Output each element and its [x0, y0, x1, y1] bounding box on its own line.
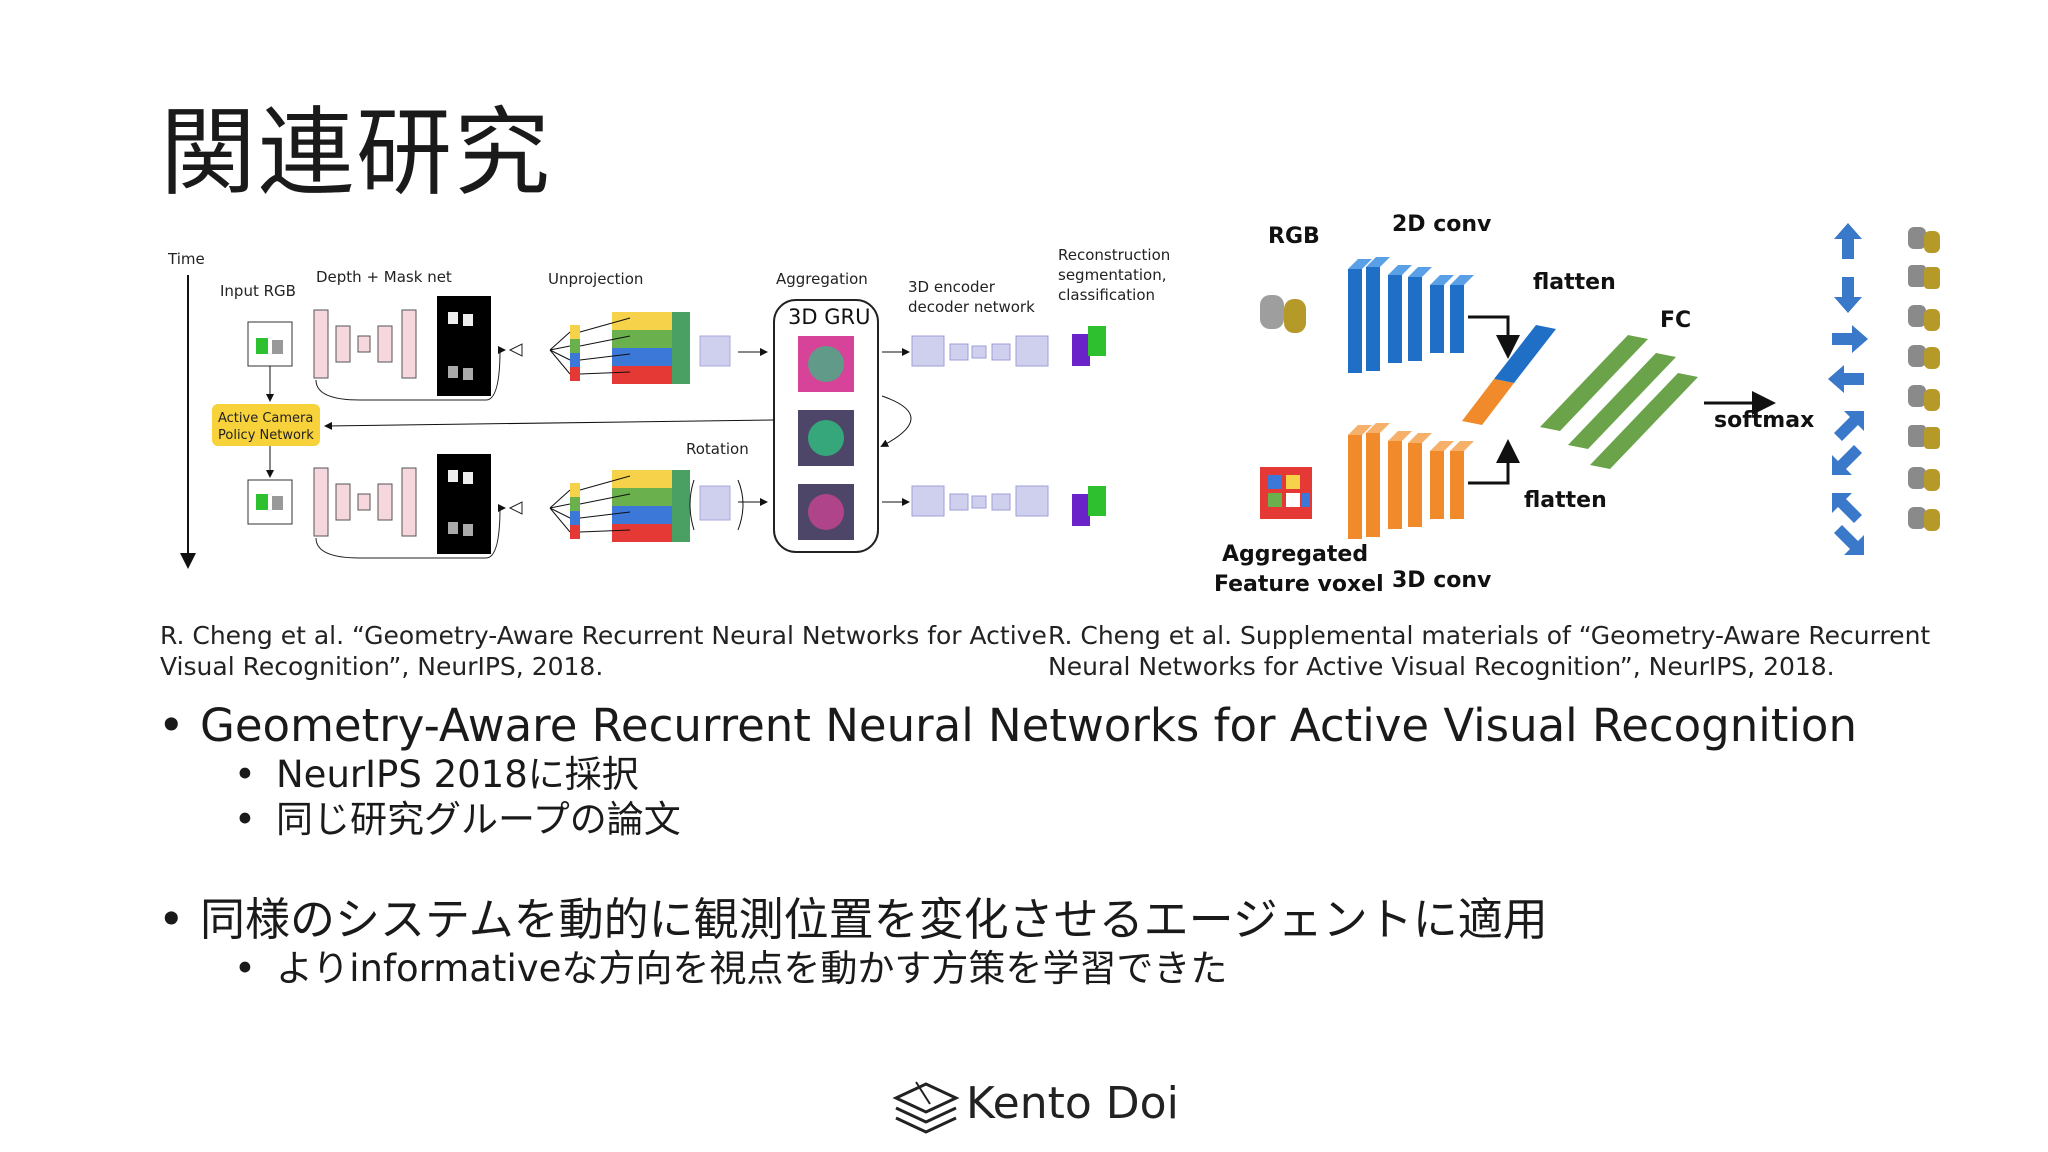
conv3d-label: 3D conv [1392, 568, 1492, 593]
policy-network-box [212, 404, 320, 446]
encoder-decoder-bottom [911, 485, 1049, 517]
right-figure-diagram: RGB 2D conv flatten FC softmax flatten A… [1214, 212, 1940, 597]
footer-name: Kento Doi [966, 1078, 1179, 1129]
bullet-application: 同様のシステムを動的に観測位置を変化させるエージェントに適用 [158, 894, 1548, 947]
footer-logo: Kento Doi [890, 1070, 1190, 1150]
bullet-same-group: 同じ研究グループの論文 [158, 797, 1857, 842]
time-label: Time [167, 250, 205, 268]
bullet-list-2: 同様のシステムを動的に観測位置を変化させるエージェントに適用 よりinforma… [158, 894, 1548, 992]
feature-voxel-cube [1260, 467, 1312, 519]
flatten-bottom-label: flatten [1524, 488, 1607, 513]
aggregation-label: Aggregation [776, 270, 868, 288]
unprojection-grid-bottom [570, 470, 690, 542]
recon-label-2: segmentation, [1058, 266, 1167, 284]
left-caption: R. Cheng et al. “Geometry-Aware Recurren… [160, 620, 1060, 682]
depth-mask-label: Depth + Mask net [316, 268, 452, 286]
mask-output-bottom [437, 454, 491, 554]
bullet-policy-learning: よりinformativeな方向を視点を動かす方策を学習できた [158, 946, 1548, 991]
right-caption-line-1: R. Cheng et al. Supplemental materials o… [1048, 621, 1931, 650]
policy-label-2: Policy Network [218, 428, 314, 443]
rgb-label: RGB [1268, 224, 1320, 249]
input-image-bottom [247, 479, 293, 525]
depth-net-bottom [313, 467, 417, 537]
conv3d-layers [1348, 433, 1464, 539]
aggregated-label-2: Feature voxel [1214, 572, 1384, 597]
fc-layers [1540, 335, 1698, 469]
recon-label-1: Reconstruction [1058, 246, 1170, 264]
bullet-neurips: NeurIPS 2018に採択 [158, 752, 1857, 797]
depth-net-top [313, 309, 417, 379]
bullet-list: Geometry-Aware Recurrent Neural Networks… [158, 700, 1857, 843]
conv2d-layers [1348, 267, 1464, 373]
slide-title: 関連研究 [160, 97, 552, 209]
input-image-top [247, 321, 293, 367]
right-caption-line-2: Neural Networks for Active Visual Recogn… [1048, 652, 1835, 681]
voxel-cube-bottom [699, 485, 731, 521]
voxel-cube-top [699, 335, 731, 367]
logo-icon [892, 1081, 960, 1134]
fc-label: FC [1660, 308, 1691, 333]
encoder-label-1: 3D encoder [908, 278, 996, 296]
input-rgb-label: Input RGB [220, 282, 296, 300]
softmax-label: softmax [1714, 408, 1814, 433]
aggregated-label-1: Aggregated [1222, 542, 1368, 567]
rgb-image [1260, 295, 1284, 329]
rotation-label: Rotation [686, 440, 749, 458]
encoder-label-2: decoder network [908, 298, 1035, 316]
flatten-vector [1494, 325, 1556, 383]
action-view-thumbnails [1908, 227, 1940, 531]
bullet-paper-title: Geometry-Aware Recurrent Neural Networks… [158, 700, 1857, 753]
left-caption-line-2: Visual Recognition”, NeurIPS, 2018. [160, 652, 604, 681]
left-caption-line-1: R. Cheng et al. “Geometry-Aware Recurren… [160, 621, 1047, 650]
flatten-top-label: flatten [1533, 270, 1616, 295]
left-figure-diagram: Time Input RGB Depth + Mask net Unprojec… [167, 246, 1170, 569]
right-caption: R. Cheng et al. Supplemental materials o… [1048, 620, 1948, 682]
gru-label: 3D GRU [788, 305, 870, 329]
mask-output-top [437, 296, 491, 396]
policy-label-1: Active Camera [218, 411, 313, 426]
unprojection-grid-top [570, 312, 690, 384]
encoder-decoder-top [911, 335, 1049, 367]
unprojection-label: Unprojection [548, 270, 643, 288]
recon-label-3: classification [1058, 286, 1155, 304]
action-arrows [1828, 223, 1868, 555]
conv2d-label: 2D conv [1392, 212, 1492, 237]
